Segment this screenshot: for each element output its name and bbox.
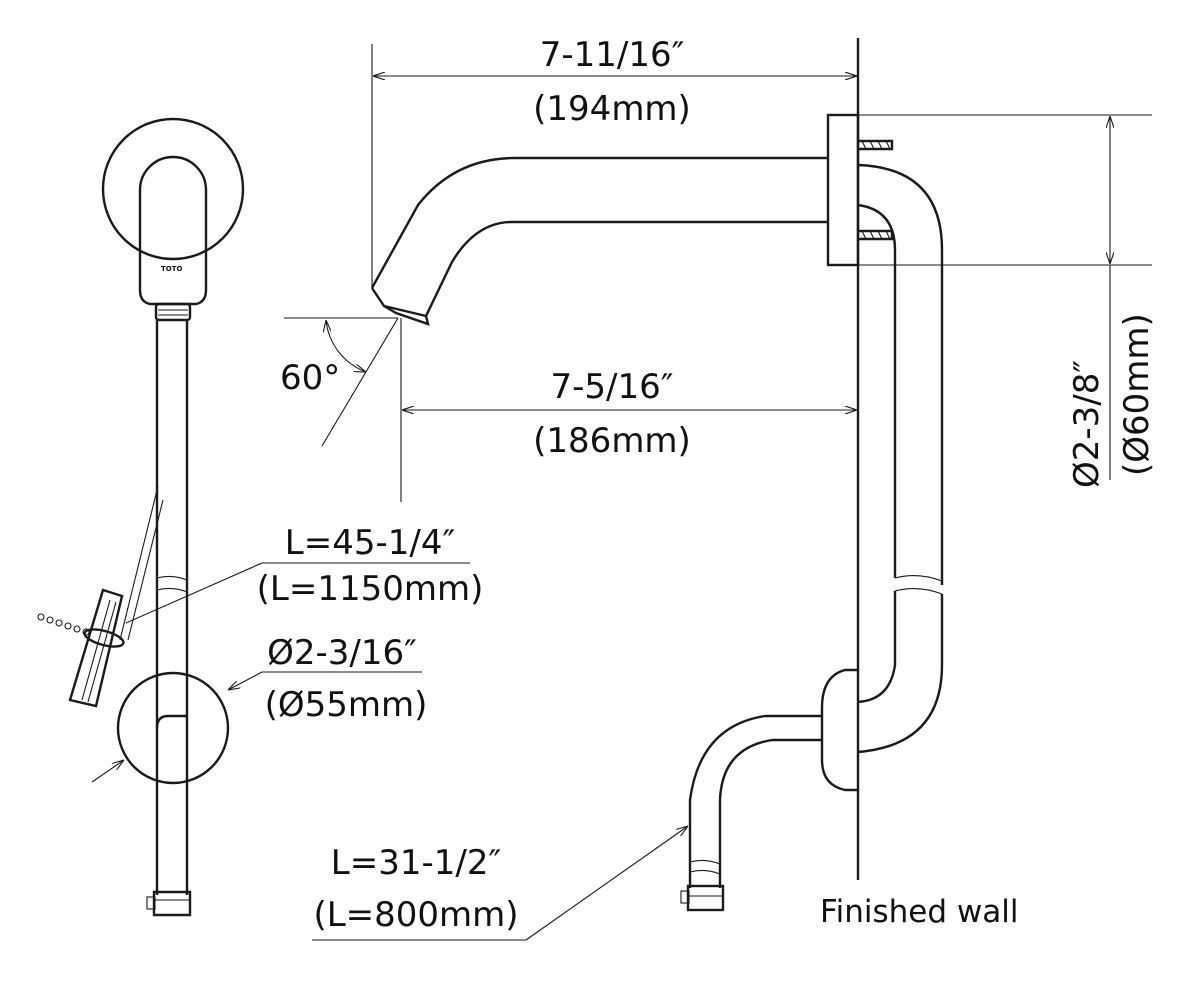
spout-reach-mm: (186mm)	[533, 421, 691, 461]
sensor-dia-leader-2	[91, 760, 124, 783]
rear-pipe-inner	[857, 203, 897, 578]
cable-length-mm: (L=1150mm)	[257, 569, 484, 609]
chain	[37, 613, 125, 648]
sensor-dia-mm: (Ø55mm)	[265, 685, 428, 725]
lower-cover	[820, 668, 858, 792]
hose-inner	[718, 738, 822, 888]
front-nozzle	[138, 289, 208, 306]
side-view	[284, 38, 1152, 941]
sensor-dia-leader	[228, 671, 263, 690]
cover-dia-mm: (Ø60mm)	[1117, 313, 1157, 476]
finished-wall-label: Finished wall	[820, 894, 1018, 930]
spout-length-mm: (194mm)	[533, 89, 691, 129]
front-elbow	[155, 714, 187, 729]
angle-arc	[326, 320, 366, 372]
front-tube-end	[152, 890, 192, 917]
spout-nozzle	[371, 287, 427, 318]
hose-leader	[525, 826, 688, 941]
spout-upper	[370, 156, 828, 289]
brand-logo: TOTO	[161, 265, 183, 273]
sensor-dia-in: Ø2-3/16″	[267, 633, 417, 673]
hose-length-in: L=31-1/2″	[331, 843, 501, 883]
hose-end	[686, 884, 725, 912]
cable-assembly	[37, 485, 164, 708]
front-escutcheon	[101, 117, 245, 261]
angle-label: 60°	[280, 358, 340, 398]
front-sensor-cover	[116, 671, 230, 785]
rear-pipe-top	[857, 163, 944, 585]
spout-lower	[424, 220, 828, 317]
hose-outer	[688, 714, 822, 888]
spout-reach-in: 7-5/16″	[551, 367, 674, 407]
mounting-screws	[858, 139, 894, 241]
front-spout-body	[138, 155, 208, 290]
spout-length-in: 7-11/16″	[540, 35, 685, 75]
cable-leader	[125, 562, 263, 624]
cable-length-in: L=45-1/4″	[285, 523, 455, 563]
hose-length-mm: (L=800mm)	[313, 895, 518, 935]
wall-plate	[826, 113, 860, 267]
front-aerator	[154, 302, 192, 322]
front-view: TOTO	[37, 117, 470, 917]
cover-dia-in: Ø2-3/8″	[1067, 360, 1107, 488]
